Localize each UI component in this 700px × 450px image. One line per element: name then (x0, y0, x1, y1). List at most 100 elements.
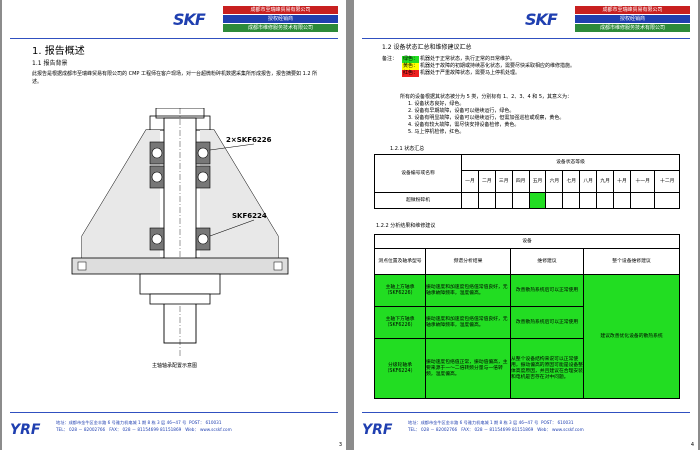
yrf-logo: YRF (10, 422, 41, 438)
subsection-121: 1.2.1 状态汇总 (390, 146, 425, 152)
hdr-point: 测点位置及轴承型号 (374, 248, 426, 275)
month-header: 十一月 (629, 170, 656, 193)
footer: YRF 地址：成都市金牛区金丰路 6 号雅力机电城 1 期 8 栋 3 层 46… (10, 416, 338, 446)
analysis-title: 设备 (374, 234, 680, 249)
header-line-3: 成都市维修服务技术有限公司 (575, 24, 690, 32)
month-status-cell (494, 192, 513, 209)
month-status-cell (613, 192, 631, 209)
footer-postcode: POST： 610031 (188, 420, 222, 425)
status-yellow-text: 机器处于故障的初期或持续恶化状态，需要尽快采取相应的维修措施。 (420, 63, 576, 69)
footer-tel: TEL： 028 － 82002766 (408, 427, 458, 432)
header-line-1: 成都市至瑞峰贸易有限公司 (575, 6, 690, 14)
status-green-text: 机器处于正常状态，执行正常的日常维护。 (420, 56, 516, 62)
col-status-level: 设备状态等级 (461, 154, 680, 171)
footer: YRF 地址：成都市金牛区金丰路 6 号雅力机电城 1 期 8 栋 3 层 46… (362, 416, 690, 446)
leader-top (209, 143, 255, 151)
leader-bottom (209, 219, 255, 237)
row-point: 主轴上方轴承（SKF6226） (374, 274, 426, 307)
header-rule (362, 38, 690, 39)
col-equipment-name: 设备编号或名称 (374, 154, 462, 193)
class-line: 2. 设备有早期故障，设备可以继续运行，绿色。 (408, 108, 515, 114)
housing-hatch (82, 130, 160, 258)
report-subheading: 1.1 报告背景 (32, 60, 68, 67)
row-point: 主轴下方轴承（SKF6226） (374, 306, 426, 339)
month-status-cell (562, 192, 581, 209)
row-result: 振动速度和加速度包络值常值良好，无轴承故障频率，温度偏高。 (425, 306, 511, 339)
footer-fax: FAX： 028 － 81154699 81151869 (461, 427, 534, 432)
row-advice: 改善散热系统后可以正常使用 (510, 306, 584, 339)
header-logo-block: SKF 成都市至瑞峰贸易有限公司 授权经销商 成都市维修服务技术有限公司 (173, 4, 338, 34)
month-status-cell (654, 192, 680, 209)
overall-advice: 建议改善优化设备的散热系统 (583, 274, 680, 399)
label-skf6224: SKF6224 (232, 212, 267, 220)
row-advice: 从整个设备结构来说可以正常使用，振动偏高的原因可能是设备整体高度原因，并且建议在… (510, 338, 584, 399)
month-header: 三月 (494, 170, 513, 193)
status-yellow-tag: 黄色： (402, 63, 420, 70)
hdr-overall: 整个设备维修建议 (583, 248, 680, 275)
class-line: 3. 设备有明显故障，设备可以继续运行，但需加强巡检或观察，黄色。 (408, 115, 565, 121)
status-red-tag: 红色： (402, 70, 420, 77)
month-status-cell (477, 192, 496, 209)
month-header: 十月 (613, 170, 631, 193)
month-status-cell (461, 192, 479, 209)
row-advice: 改善散热系统后可以正常使用 (510, 274, 584, 307)
header-line-3: 成都市维修服务技术有限公司 (223, 24, 338, 32)
footer-address: 地址：成都市金牛区金丰路 6 号雅力机电城 1 期 8 栋 3 层 46~47 … (408, 420, 539, 425)
month-status-cell (596, 192, 615, 209)
header-line-1: 成都市至瑞峰贸易有限公司 (223, 6, 338, 14)
footer-rule (10, 412, 338, 413)
lower-hub (139, 273, 221, 295)
status-table: 设备编号或名称 设备状态等级 一月二月三月四月五月六月七月八月九月十月十一月十二… (374, 154, 680, 209)
yrf-logo: YRF (362, 422, 393, 438)
section-heading: 1.2 设备状态汇总和维修建议汇总 (382, 44, 472, 51)
status-label: 备注： (382, 56, 398, 62)
month-header: 六月 (545, 170, 564, 193)
base-flange (71, 257, 289, 275)
class-line: 1. 设备状态良好，绿色。 (408, 101, 465, 107)
hdr-result: 频谱分析结果 (425, 248, 511, 275)
status-classes: 所有的设备根据其状态被分为 5 类，分别标有 1、2、3、4 和 5，其意义为：… (400, 94, 680, 136)
month-status-cell (579, 192, 598, 209)
label-skf6226: 2×SKF6226 (226, 136, 272, 144)
analysis-table: 设备 测点位置及轴承型号 频谱分析结果 维修建议 整个设备维修建议 主轴上方轴承… (374, 234, 680, 399)
header-line-2: 授权经销商 (575, 15, 690, 23)
month-header: 七月 (562, 170, 581, 193)
footer-fax: FAX： 028 － 81154699 81151869 (109, 427, 182, 432)
month-status-cell (511, 192, 530, 209)
class-line: 4. 设备有较大故障，需尽快安排设备检修，黄色。 (408, 122, 520, 128)
month-header: 八月 (579, 170, 598, 193)
page-number: 4 (690, 442, 694, 448)
report-heading: 1. 报告概述 (32, 46, 85, 57)
diagram-caption: 主轴轴承配置示意图 (152, 363, 198, 369)
month-header: 九月 (596, 170, 615, 193)
month-header: 二月 (477, 170, 496, 193)
footer-web: Web： www.scskf.com (537, 427, 584, 432)
header-line-2: 授权经销商 (223, 15, 338, 23)
status-green-tag: 绿色： (402, 56, 420, 63)
skf-logo: SKF (173, 9, 206, 29)
header-logo-block: SKF 成都市至瑞峰贸易有限公司 授权经销商 成都市维修服务技术有限公司 (525, 4, 690, 34)
month-header: 五月 (528, 170, 547, 193)
right-page: SKF 成都市至瑞峰贸易有限公司 授权经销商 成都市维修服务技术有限公司 1.2… (354, 0, 698, 450)
report-paragraph: 此报告是根据成都市至瑞峰贸易有限公司的 CMP 工程师在客户现场，对一台超微粉碎… (32, 71, 318, 85)
footer-web: Web： www.scskf.com (185, 427, 232, 432)
subsection-122: 1.2.2 分析结果和维修建议 (376, 223, 436, 229)
bearing-diagram: 2×SKF6226 SKF6224 (71, 108, 289, 358)
hdr-advice: 维修建议 (510, 248, 584, 275)
housing-hatch-right (200, 130, 278, 258)
status-legend: 备注： 绿色： 机器处于正常状态，执行正常的日常维护。 黄色： 机器处于故障的初… (382, 56, 682, 77)
skf-logo: SKF (525, 9, 558, 29)
machine-name: 超微粉碎机 (374, 192, 462, 209)
class-line: 5. 马上停机检修，红色。 (408, 129, 465, 135)
footer-address: 地址：成都市金牛区金丰路 6 号雅力机电城 1 期 8 栋 3 层 46~47 … (56, 420, 187, 425)
row-result: 振动速度包络值正常，振动值偏高，主要来源于一～二倍转频分量与一倍转频，温度偏高。 (425, 338, 511, 399)
left-page: SKF 成都市至瑞峰贸易有限公司 授权经销商 成都市维修服务技术有限公司 1. … (2, 0, 346, 450)
class-line: 所有的设备根据其状态被分为 5 类，分别标有 1、2、3、4 和 5，其意义为： (400, 94, 573, 100)
month-status-cell (528, 192, 547, 209)
page-number: 3 (338, 442, 342, 448)
status-red-text: 机器处于严重故障状态，需要马上停机处理。 (420, 70, 521, 76)
footer-tel: TEL： 028 － 82002766 (56, 427, 106, 432)
row-point: 分级轮轴承（SKF6224） (374, 338, 426, 399)
footer-postcode: POST： 610031 (540, 420, 574, 425)
month-header: 一月 (461, 170, 479, 193)
